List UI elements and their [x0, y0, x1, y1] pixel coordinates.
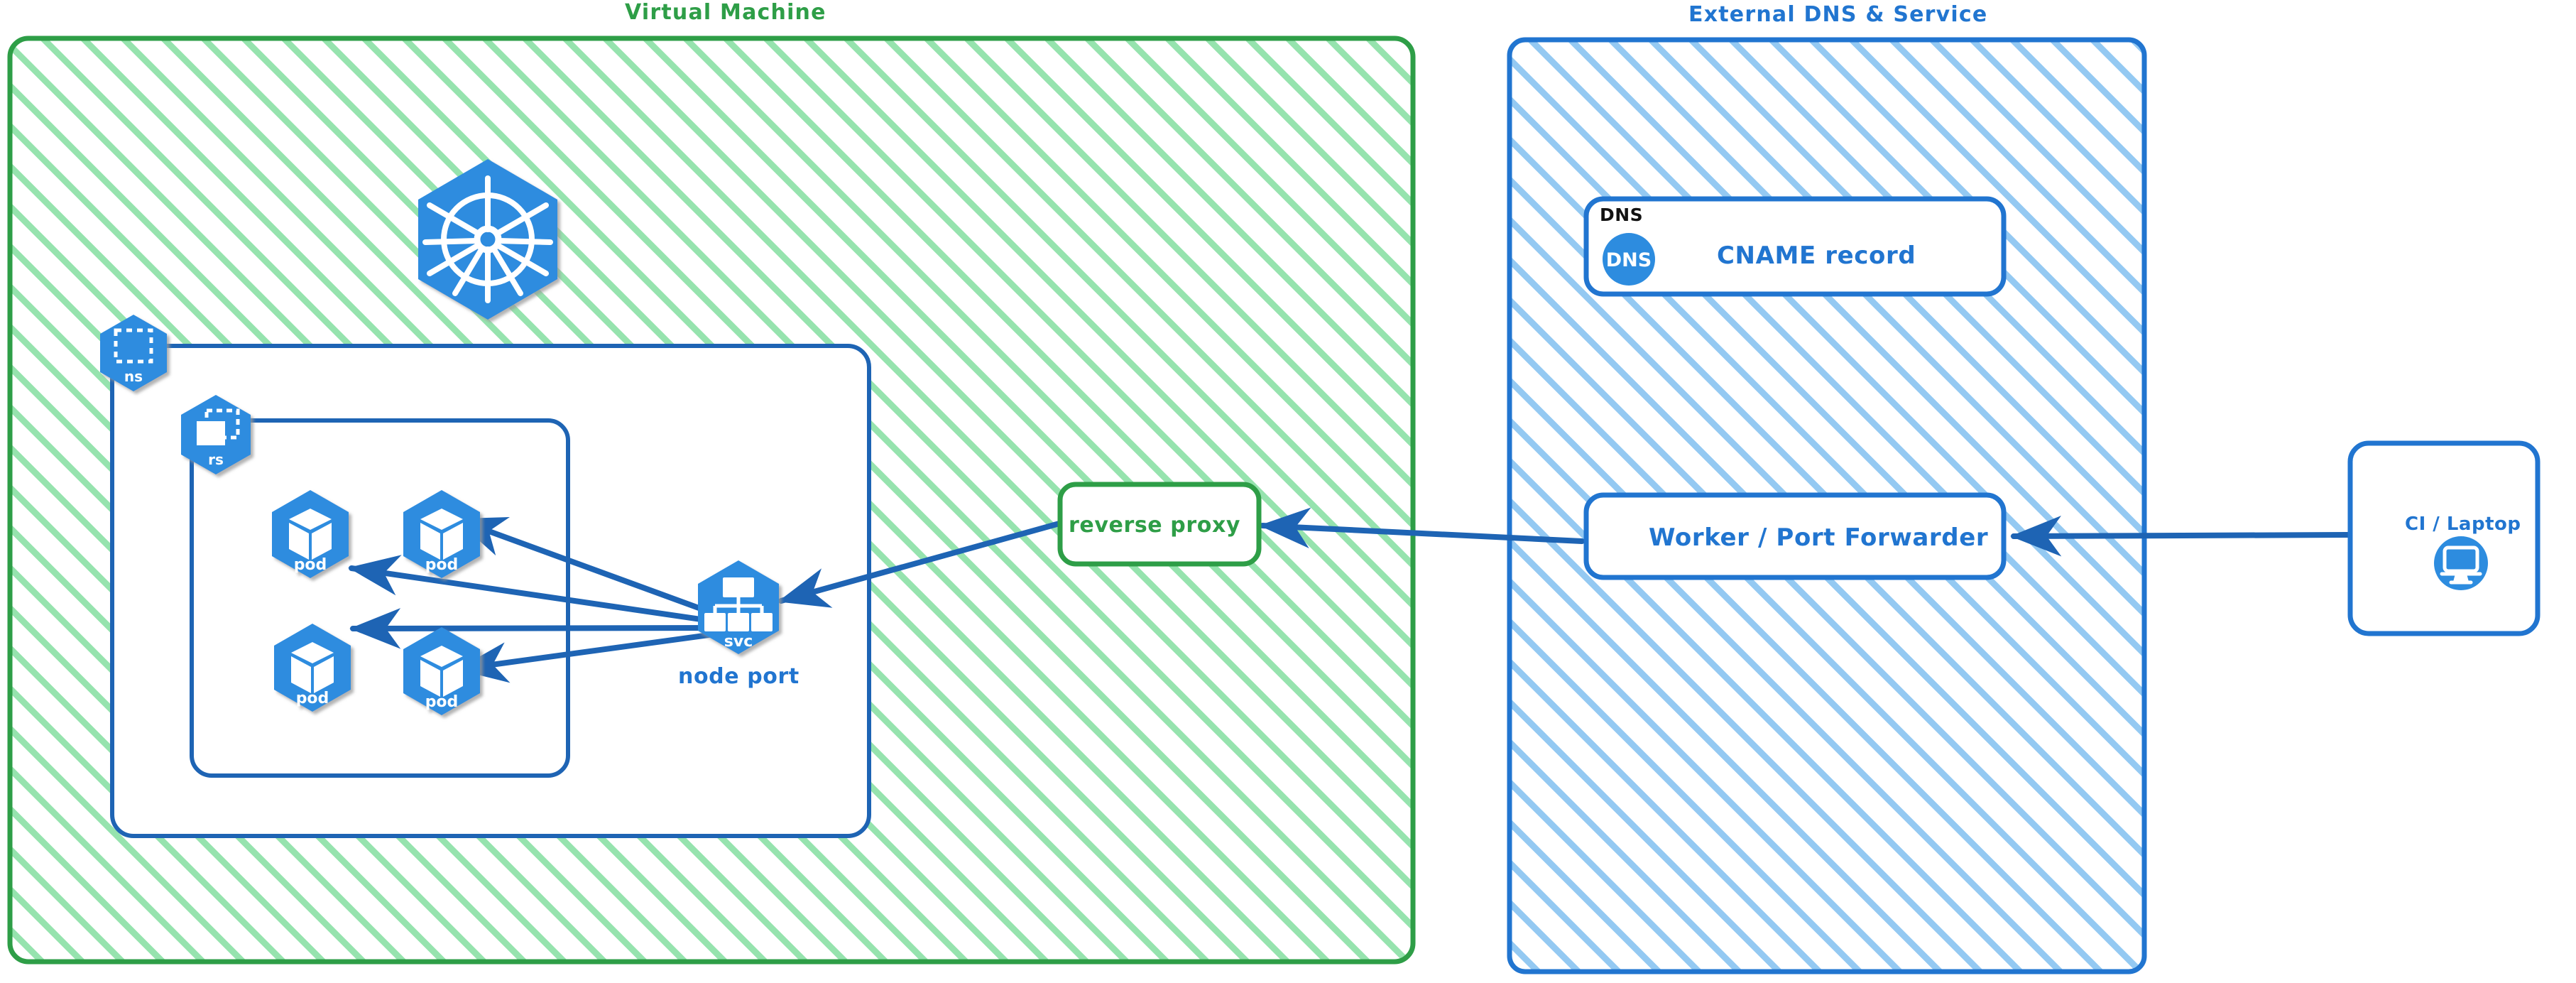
worker-box[interactable] — [1583, 492, 2007, 580]
arrow-client-to-worker — [2010, 515, 2352, 557]
arrow-service-to-pod-4 — [457, 629, 733, 683]
pod-icon: pod — [403, 490, 480, 578]
arrow-service-to-pod-1 — [348, 555, 733, 626]
namespace-icon: ns — [100, 315, 167, 391]
arrow-service-to-pod-2 — [454, 517, 733, 622]
dns-tag-label: DNS — [1600, 205, 1644, 225]
external-dns-title: External DNS & Service — [1688, 2, 1988, 27]
pod-label: pod — [294, 556, 327, 574]
cname-record-label[interactable]: CNAME record — [1717, 241, 1916, 270]
arrow-service-to-pod-3 — [349, 608, 733, 649]
client-label[interactable]: CI / Laptop — [2405, 514, 2521, 535]
replicaset-container — [190, 418, 570, 778]
dns-circle-label: DNS — [1606, 249, 1652, 271]
arrow-worker-to-reverse-proxy — [1259, 507, 1585, 549]
pod-icon: pod — [272, 490, 349, 578]
node-port-caption: node port — [678, 664, 799, 689]
kubernetes-logo-icon — [418, 159, 557, 320]
worker-label[interactable]: Worker / Port Forwarder — [1649, 523, 1989, 552]
arrow-reverse-proxy-to-service — [777, 521, 1062, 608]
pod-icon: pod — [274, 624, 351, 712]
pod-label: pod — [296, 690, 329, 707]
monitor-icon — [2434, 536, 2488, 590]
dns-record-box[interactable] — [1583, 196, 2007, 297]
arrow-layer — [348, 507, 2352, 683]
replicaset-label: rs — [208, 451, 224, 468]
virtual-machine-title: Virtual Machine — [625, 0, 826, 25]
pod-label: pod — [425, 556, 459, 574]
namespace-label: ns — [124, 368, 143, 385]
replicaset-icon: rs — [181, 395, 251, 474]
service-icon: svc — [698, 560, 779, 654]
client-box[interactable] — [2347, 440, 2540, 636]
pod-label: pod — [425, 693, 459, 711]
reverse-proxy-label[interactable]: reverse proxy — [1069, 513, 1241, 538]
pod-icon: pod — [403, 627, 480, 715]
reverse-proxy-box[interactable] — [1057, 482, 1262, 567]
dns-circle-icon: DNS — [1603, 233, 1655, 286]
service-label: svc — [724, 633, 753, 651]
